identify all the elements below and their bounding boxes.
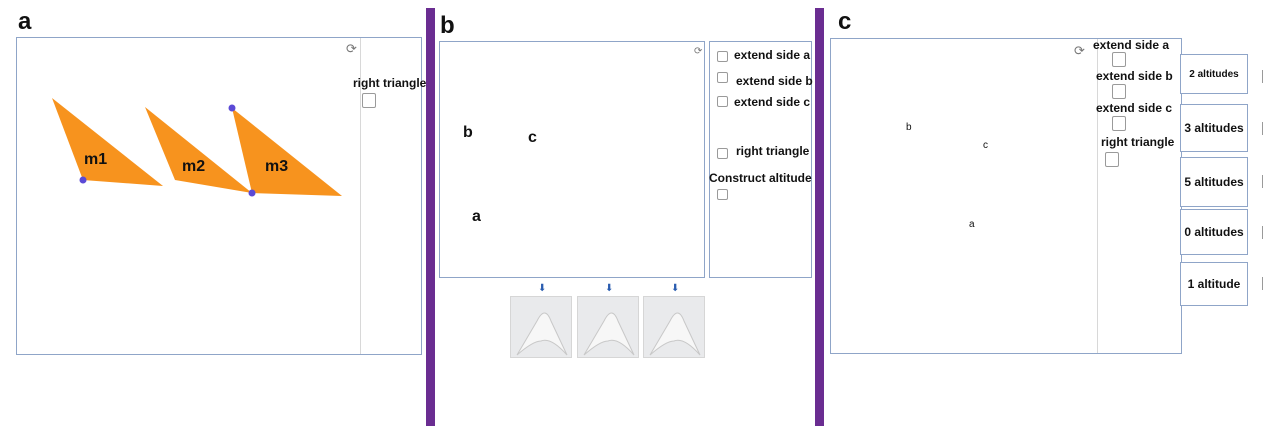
altitude-radio-edge[interactable] <box>1262 70 1265 83</box>
construct-altitude-label: Construct altitude <box>709 171 812 185</box>
side-label-b: b <box>906 122 912 133</box>
right-triangle-label: right triangle <box>1101 135 1175 149</box>
triangle-label-m3: m3 <box>265 158 289 175</box>
right-triangle-label: right triangle <box>353 76 427 90</box>
triangle-m2[interactable] <box>145 107 252 193</box>
extend-side-b-checkbox[interactable] <box>1112 84 1126 99</box>
vertex-point[interactable] <box>79 176 87 184</box>
down-arrow-icon: ⬇ <box>671 283 680 294</box>
right-triangle-checkbox[interactable] <box>1105 152 1119 167</box>
extend-side-c-checkbox[interactable] <box>717 96 728 107</box>
altitude-option-1[interactable]: 1 altitude <box>1180 262 1248 306</box>
vertex-point[interactable] <box>248 189 256 197</box>
panel-c-sidebar-divider <box>1097 39 1098 353</box>
extend-side-c-label: extend side c <box>734 95 811 109</box>
extend-side-b-label: extend side b <box>1096 69 1173 83</box>
altitude-radio-edge[interactable] <box>1262 122 1265 135</box>
triangle-label-m1: m1 <box>84 151 108 168</box>
panel-b-canvas[interactable] <box>439 41 705 278</box>
down-arrow-icon: ⬇ <box>538 283 547 294</box>
panel-c-letter: c <box>838 8 852 35</box>
panel-a-letter: a <box>18 8 32 35</box>
side-label-a: a <box>472 208 481 225</box>
extend-side-a-checkbox[interactable] <box>1112 52 1126 67</box>
altitude-option-2[interactable]: 2 altitudes <box>1180 54 1248 94</box>
down-arrow-icon: ⬇ <box>605 283 614 294</box>
triangle-label-m2: m2 <box>182 158 206 175</box>
refresh-icon[interactable]: ⟳ <box>694 46 703 57</box>
extend-side-a-label: extend side a <box>734 48 811 62</box>
altitude-option-0[interactable]: 0 altitudes <box>1180 209 1248 255</box>
refresh-icon[interactable]: ⟳ <box>1074 43 1085 58</box>
extend-side-b-checkbox[interactable] <box>717 72 728 83</box>
extend-side-a-label: extend side a <box>1093 38 1170 52</box>
triangle-m1[interactable] <box>52 98 163 186</box>
panel-b-letter: b <box>440 12 455 39</box>
altitude-radio-edge[interactable] <box>1262 175 1265 188</box>
altitude-radio-edge[interactable] <box>1262 226 1265 239</box>
extend-side-a-checkbox[interactable] <box>717 51 728 62</box>
construction-thumbnail[interactable] <box>510 296 572 358</box>
altitude-radio-edge[interactable] <box>1262 277 1265 290</box>
construction-thumbnail[interactable] <box>643 296 705 358</box>
side-label-b: b <box>463 124 473 141</box>
right-triangle-checkbox[interactable] <box>362 93 376 108</box>
side-label-a: a <box>969 219 975 230</box>
vertex-point[interactable] <box>228 104 236 112</box>
construct-altitude-checkbox[interactable] <box>717 189 728 200</box>
panel-divider <box>426 8 435 426</box>
side-label-c: c <box>983 140 988 151</box>
panel-a-canvas[interactable] <box>16 37 422 355</box>
panel-c-canvas[interactable] <box>830 38 1182 354</box>
refresh-icon[interactable]: ⟳ <box>346 41 357 56</box>
extend-side-c-checkbox[interactable] <box>1112 116 1126 131</box>
extend-side-c-label: extend side c <box>1096 101 1173 115</box>
altitude-option-5[interactable]: 5 altitudes <box>1180 157 1248 207</box>
panel-a-sidebar-divider <box>360 38 361 354</box>
altitude-option-3[interactable]: 3 altitudes <box>1180 104 1248 152</box>
right-triangle-checkbox[interactable] <box>717 148 728 159</box>
panel-divider <box>815 8 824 426</box>
extend-side-b-label: extend side b <box>736 74 813 88</box>
side-label-c: c <box>528 129 537 146</box>
construction-thumbnail[interactable] <box>577 296 639 358</box>
triangle-m3[interactable] <box>232 108 342 196</box>
right-triangle-label: right triangle <box>736 144 810 158</box>
